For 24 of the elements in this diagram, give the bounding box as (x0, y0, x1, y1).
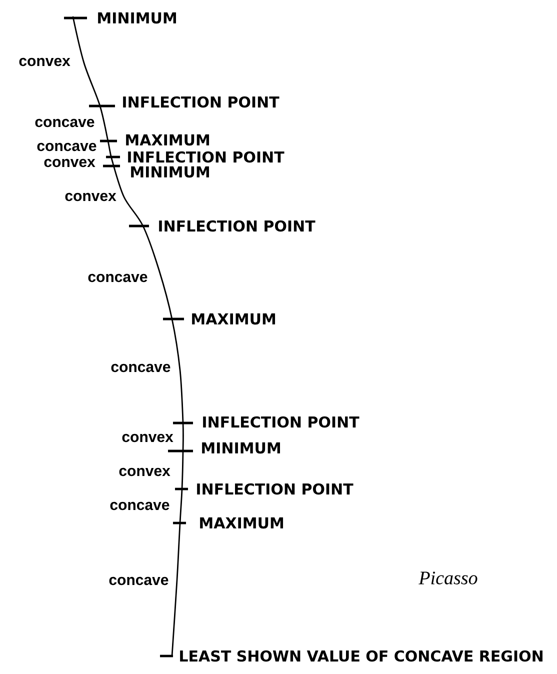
point-label: INFLECTION POINT (203, 416, 360, 428)
point-label: MAXIMUM (200, 517, 284, 529)
region-label: concave (110, 502, 170, 510)
point-label: INFLECTION POINT (123, 96, 280, 108)
point-label: MINIMUM (131, 166, 209, 178)
point-label: LEAST SHOWN VALUE OF CONCAVE REGION (180, 650, 542, 662)
point-label: MINIMUM (202, 442, 280, 454)
point-label: MAXIMUM (126, 134, 210, 146)
point-label: MINIMUM (98, 12, 176, 24)
region-label: convex (122, 434, 174, 442)
region-label: concave (88, 274, 148, 282)
point-label: INFLECTION POINT (159, 220, 316, 232)
region-label: convex (65, 192, 116, 202)
point-label: MAXIMUM (192, 313, 276, 325)
region-label: concave (37, 142, 96, 152)
region-label: convex (119, 468, 170, 476)
region-label: concave (111, 364, 170, 372)
region-label: concave (109, 576, 168, 586)
point-label: INFLECTION POINT (128, 151, 284, 163)
region-label: concave (35, 118, 94, 128)
signature: Picasso (418, 572, 478, 584)
region-label: convex (19, 58, 70, 66)
point-label: INFLECTION POINT (197, 483, 354, 495)
region-label: convex (44, 158, 96, 168)
